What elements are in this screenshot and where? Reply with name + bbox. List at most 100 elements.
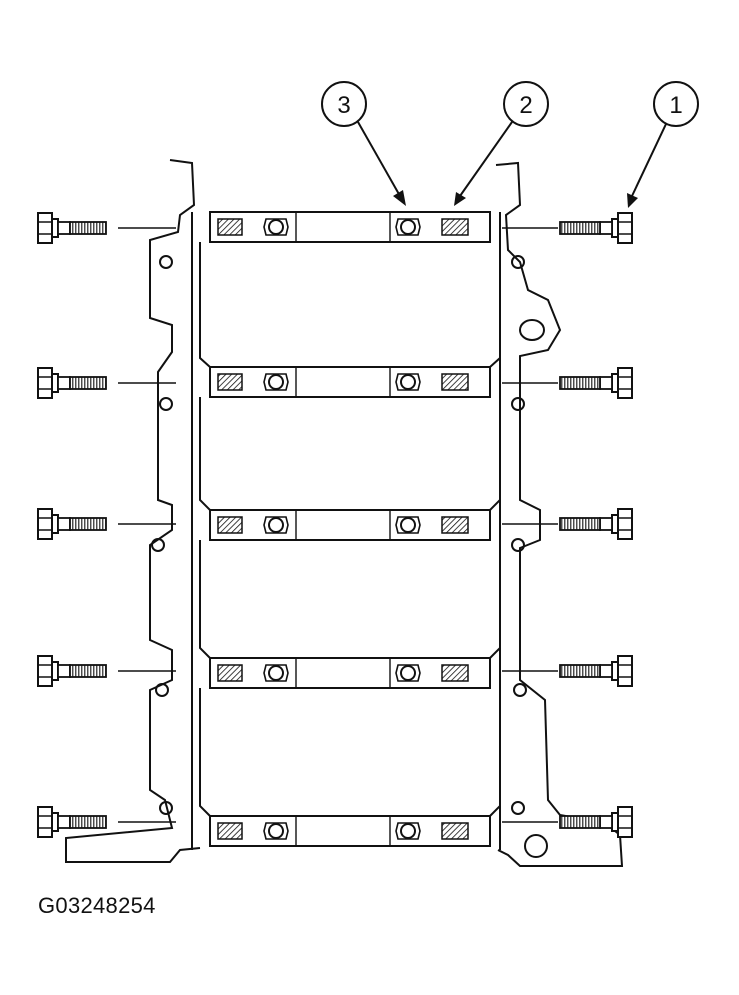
bolt-flange — [51, 812, 59, 832]
callout-3: 3 — [321, 81, 406, 206]
dowel-hole — [511, 801, 525, 815]
left-side-bolt-icon — [37, 655, 107, 687]
bearing-insert-left — [217, 664, 243, 682]
callout-2-arrowhead — [454, 192, 466, 206]
bearing-insert-left — [217, 373, 243, 391]
cap-details — [217, 212, 469, 846]
left-side-bolt-icon — [37, 508, 107, 540]
bolt-flange — [51, 514, 59, 534]
dowel-hole — [511, 538, 525, 552]
cap-bolt-icon — [268, 517, 284, 533]
bolt-flange — [611, 218, 619, 238]
cap-bolt-icon — [400, 823, 416, 839]
bolt-head — [37, 655, 53, 687]
callout-1-circle — [653, 81, 699, 127]
dowel-hole — [151, 538, 165, 552]
bolt-flange — [51, 218, 59, 238]
bolt-leader-lines — [118, 227, 558, 823]
right-side-bolt-icon — [559, 367, 633, 399]
bolt-head — [37, 806, 53, 838]
mount-hole — [519, 319, 545, 341]
mount-hole — [524, 834, 548, 858]
left-rail-outline — [65, 159, 201, 863]
cap-bolt-icon — [400, 219, 416, 235]
bolt-head — [617, 806, 633, 838]
callout-1: 1 — [627, 81, 699, 208]
bolt-shank — [599, 664, 613, 678]
crank-bays — [199, 242, 501, 817]
bolt-flange — [611, 373, 619, 393]
bearing-insert-left — [217, 822, 243, 840]
right-side-bolt-icon — [559, 508, 633, 540]
side-bolts — [37, 212, 633, 838]
dowel-hole — [155, 683, 169, 697]
left-side-bolt-icon — [37, 212, 107, 244]
bearing-insert-right — [441, 373, 469, 391]
callout-2-leader — [459, 121, 513, 197]
bolt-flange — [611, 661, 619, 681]
crank-bay-1 — [199, 242, 501, 368]
bearing-insert-right — [441, 516, 469, 534]
bolt-thread — [69, 815, 107, 829]
bearing-insert-right — [441, 664, 469, 682]
bolt-head — [617, 367, 633, 399]
callout-2-number: 2 — [519, 92, 532, 119]
bolt-head — [37, 508, 53, 540]
dowel-hole — [511, 255, 525, 269]
bolt-thread — [69, 664, 107, 678]
right-side-bolt-icon — [559, 655, 633, 687]
bolt-shank — [599, 221, 613, 235]
bolt-thread — [559, 815, 601, 829]
dowel-hole — [159, 397, 173, 411]
right-side-bolt-icon — [559, 806, 633, 838]
bolt-head — [617, 508, 633, 540]
callout-3-number: 3 — [337, 92, 350, 119]
cap-bolt-icon — [268, 374, 284, 390]
bearing-insert-right — [441, 822, 469, 840]
figure-id-label: G03248254 — [38, 893, 156, 918]
dowel-hole — [511, 397, 525, 411]
bolt-thread — [69, 221, 107, 235]
bolt-shank — [599, 517, 613, 531]
bolt-thread — [559, 376, 601, 390]
bolt-thread — [559, 517, 601, 531]
bolt-thread — [69, 517, 107, 531]
left-side-bolt-icon — [37, 367, 107, 399]
bolt-shank — [57, 221, 71, 235]
callout-3-leader — [357, 121, 401, 197]
callout-3-circle — [321, 81, 367, 127]
cap-bolt-icon — [400, 517, 416, 533]
bolt-head — [617, 655, 633, 687]
bolt-thread — [559, 664, 601, 678]
callout-2-circle — [503, 81, 549, 127]
bearing-insert-left — [217, 516, 243, 534]
bolt-flange — [51, 661, 59, 681]
callout-3-arrowhead — [393, 190, 406, 206]
dowel-hole — [159, 255, 173, 269]
callout-1-arrowhead — [627, 193, 638, 208]
bearing-insert-right — [441, 218, 469, 236]
cap-bolt-icon — [268, 665, 284, 681]
cap-bolt-icon — [268, 219, 284, 235]
callout-1-number: 1 — [669, 92, 682, 119]
bolt-head — [37, 212, 53, 244]
bolt-thread — [559, 221, 601, 235]
bolt-shank — [57, 815, 71, 829]
right-rail-outline — [495, 161, 624, 867]
bolt-shank — [57, 517, 71, 531]
dowel-holes — [151, 255, 548, 858]
crank-bay-4 — [199, 688, 501, 817]
bolt-shank — [599, 376, 613, 390]
callout-2: 2 — [454, 81, 549, 206]
crank-bay-2 — [199, 397, 501, 511]
dowel-hole — [513, 683, 527, 697]
bolt-thread — [69, 376, 107, 390]
bolt-head — [617, 212, 633, 244]
cap-bolt-icon — [400, 665, 416, 681]
bearing-insert-left — [217, 218, 243, 236]
bolt-shank — [57, 376, 71, 390]
bolt-flange — [611, 812, 619, 832]
left-side-bolt-icon — [37, 806, 107, 838]
